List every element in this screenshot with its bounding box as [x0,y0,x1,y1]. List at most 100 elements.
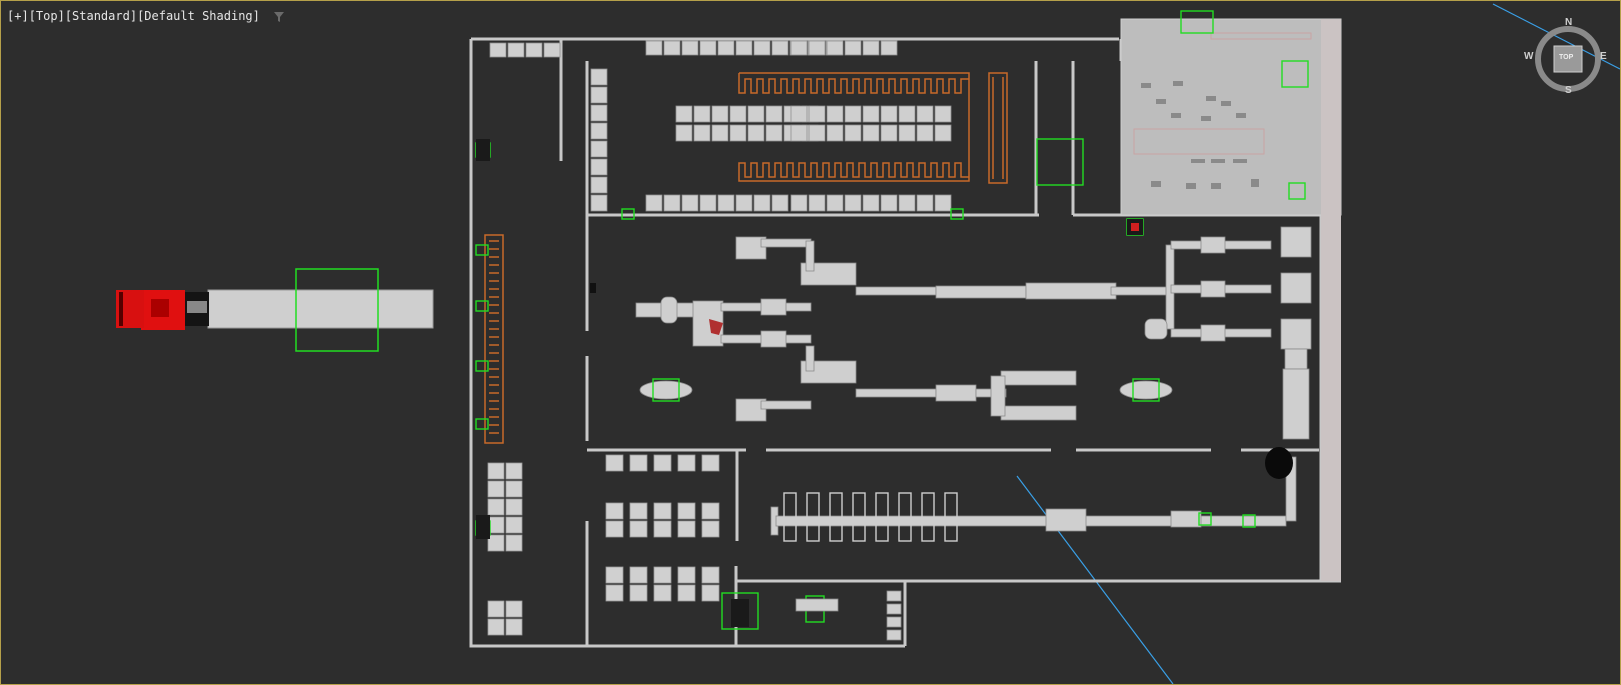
pallet [653,454,672,472]
pallet [505,480,523,498]
shelf-unit [729,105,747,123]
shelf-unit [675,105,693,123]
filler-stations [783,492,958,542]
shelf-unit [590,104,608,122]
shelf-unit [808,124,826,142]
pallet [487,498,505,516]
shelf-unit [826,105,844,123]
filter-icon[interactable] [273,11,285,23]
shelf-unit [790,40,808,56]
shelf-unit [765,124,783,142]
shelf-unit [844,194,862,212]
shelf-unit [489,42,507,58]
shelf-unit [747,105,765,123]
shading-mode-button[interactable]: [Default Shading] [137,9,260,23]
shelf-unit [507,42,525,58]
wall-shelves [886,590,902,641]
shelf-unit [765,105,783,123]
shelf-unit [808,40,826,56]
viewcube-north[interactable]: N [1565,17,1573,28]
shelf-unit [590,194,608,212]
shelf-unit [880,194,898,212]
pallet [677,584,696,602]
shelf-unit [693,105,711,123]
pallet-racks [487,454,720,636]
shelf-unit [543,42,561,58]
pallet [701,584,720,602]
shelf-unit [862,194,880,212]
shelf-unit [590,140,608,158]
selection-boxes [475,10,1309,630]
pallet [677,502,696,520]
filler-station [898,492,912,542]
pallet [487,600,505,618]
shelf-unit [934,105,952,123]
shelf-unit [862,40,880,56]
shelf-unit [934,124,952,142]
pallet [701,454,720,472]
pallet [605,454,624,472]
shelf-unit [711,105,729,123]
filler-station [806,492,820,542]
viewcube-face-top[interactable]: TOP [1559,54,1574,61]
pallet [505,534,523,552]
black-tank [1265,447,1293,479]
view-name-button[interactable]: [Top] [28,9,65,23]
filler-station [829,492,843,542]
pallet [605,502,624,520]
office-corridor-strip [1321,19,1341,581]
shelf-unit [693,124,711,142]
pallet [605,520,624,538]
shelf-unit [699,40,717,56]
pallet [653,584,672,602]
truck[interactable] [116,289,434,330]
viewcube-east[interactable]: E [1600,51,1607,62]
shelf-unit [753,194,771,212]
viewcube-icon[interactable] [1526,19,1618,103]
pallet [505,600,523,618]
viewcube[interactable]: N S E W TOP [1524,17,1618,103]
shelf-unit [525,42,543,58]
pallet [629,566,648,584]
pallet [629,454,648,472]
pallet [701,566,720,584]
filler-station [875,492,889,542]
filler-station [921,492,935,542]
shelf-unit [916,124,934,142]
viewport-menu-button[interactable]: [+] [7,9,29,23]
shelf-unit [826,40,844,56]
serpentine-conveyor-north [738,72,1008,184]
shelf-unit [681,40,699,56]
pallet [701,520,720,538]
shelf-unit [735,40,753,56]
shelf-unit [826,194,844,212]
shelf-unit [790,124,808,142]
shelf-unit [880,124,898,142]
shelf-unit [862,124,880,142]
viewport-label: [+][Top][Standard][Default Shading] [7,9,285,23]
serpentine-conveyor-west [484,234,504,444]
render-mode-button[interactable]: [Standard] [64,9,138,23]
shelf-unit [880,40,898,56]
shelf-unit [590,176,608,194]
pallet [677,454,696,472]
shelf-unit [753,40,771,56]
shelf-unit [711,124,729,142]
pallet [653,566,672,584]
pallet [701,502,720,520]
selection-box-truck [295,268,379,352]
shelf-unit [808,194,826,212]
pallet [653,520,672,538]
pallet [605,566,624,584]
viewcube-west[interactable]: W [1524,51,1534,62]
shelf-unit [790,105,808,123]
shelf-unit [747,124,765,142]
pallet [505,618,523,636]
viewcube-south[interactable]: S [1565,85,1572,96]
pallet [487,480,505,498]
shelf-unit [790,194,808,212]
shelf-unit [590,68,608,86]
pallet [487,618,505,636]
